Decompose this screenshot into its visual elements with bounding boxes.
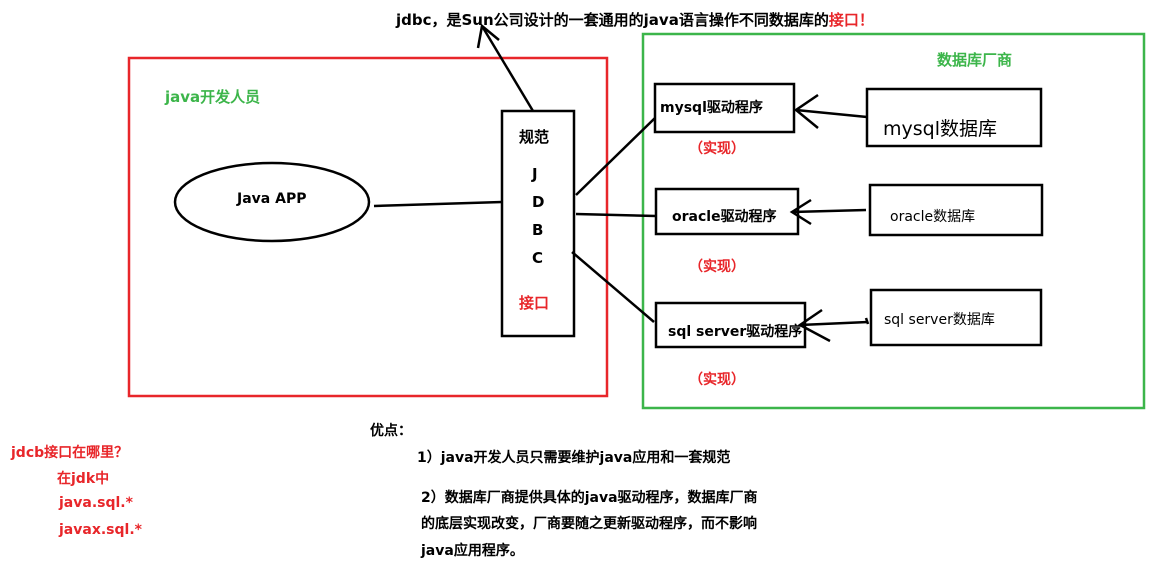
oracle-driver-note: （实现）: [689, 259, 745, 275]
jdbc-to-sqlserver-line: [571, 251, 655, 323]
vendor-area-label: 数据库厂商: [937, 51, 1013, 69]
advantage-point-2-line-1: 2）数据库厂商提供具体的java驱动程序，数据库厂商: [421, 490, 758, 506]
package-java-sql: java.sql.*: [59, 495, 133, 511]
interface-label: 接口: [519, 294, 550, 312]
sqlserver-db-arrowhead: [797, 308, 831, 343]
sqlserver-db-tick: [864, 317, 870, 325]
jdbc-to-oracle-line: [575, 212, 657, 218]
jdbc-letter-j: J: [532, 165, 538, 183]
oracle-db-arrow: [791, 208, 867, 214]
jdbc-to-title-arrowhead: [476, 23, 500, 49]
jdbc-letter-d: D: [532, 193, 545, 211]
oracle-db-label: oracle数据库: [890, 209, 976, 225]
jdbc-letter-b: B: [532, 221, 544, 239]
java-app-ellipse: [173, 161, 371, 243]
title-highlight: 接口！: [828, 11, 874, 29]
oracle-db-arrowhead: [789, 198, 812, 226]
jdbc-to-title-arrow: [480, 25, 535, 112]
java-app-label: Java APP: [237, 191, 307, 207]
oracle-driver-label: oracle驱动程序: [672, 209, 777, 225]
package-javax-sql: javax.sql.*: [59, 522, 142, 538]
sqlserver-db-label: sql server数据库: [884, 312, 995, 328]
mysql-driver-border: [653, 82, 796, 134]
vendor-area-border: [641, 32, 1146, 410]
spec-label: 规范: [519, 128, 550, 146]
mysql-db-arrow: [795, 108, 868, 119]
developer-area-label: java开发人员: [165, 88, 261, 106]
jdbc-box-border: [500, 109, 576, 338]
advantage-point-1: 1）java开发人员只需要维护java应用和一套规范: [417, 450, 731, 466]
mysql-driver-label: mysql驱动程序: [660, 100, 763, 116]
mysql-db-label: mysql数据库: [883, 118, 997, 140]
oracle-db-border: [868, 183, 1044, 237]
mysql-driver-note: （实现）: [689, 141, 745, 157]
diagram-title: jdbc，是Sun公司设计的一套通用的java语言操作不同数据库的接口！: [396, 9, 874, 30]
mysql-db-border: [865, 87, 1043, 148]
jdbc-to-mysql-line: [575, 117, 656, 196]
advantage-point-2-line-3: java应用程序。: [421, 543, 524, 559]
jdbc-location-question: jdcb接口在哪里？: [11, 445, 129, 461]
advantage-point-2-line-2: 的底层实现改变，厂商要随之更新驱动程序，而不影响: [421, 516, 757, 532]
mysql-db-arrowhead: [793, 93, 819, 129]
sqlserver-driver-note: （实现）: [689, 372, 745, 388]
developer-area-border: [127, 56, 609, 398]
app-to-jdbc-line: [373, 200, 503, 208]
title-prefix: jdbc，是Sun公司设计的一套通用的java语言操作不同数据库的: [396, 11, 829, 29]
sqlserver-driver-label: sql server驱动程序: [668, 324, 803, 340]
advantages-heading: 优点：: [370, 423, 412, 439]
sqlserver-db-border: [869, 288, 1043, 347]
jdbc-location-answer: 在jdk中: [57, 471, 110, 487]
sqlserver-db-arrow: [799, 320, 869, 327]
jdbc-letter-c: C: [532, 249, 544, 267]
